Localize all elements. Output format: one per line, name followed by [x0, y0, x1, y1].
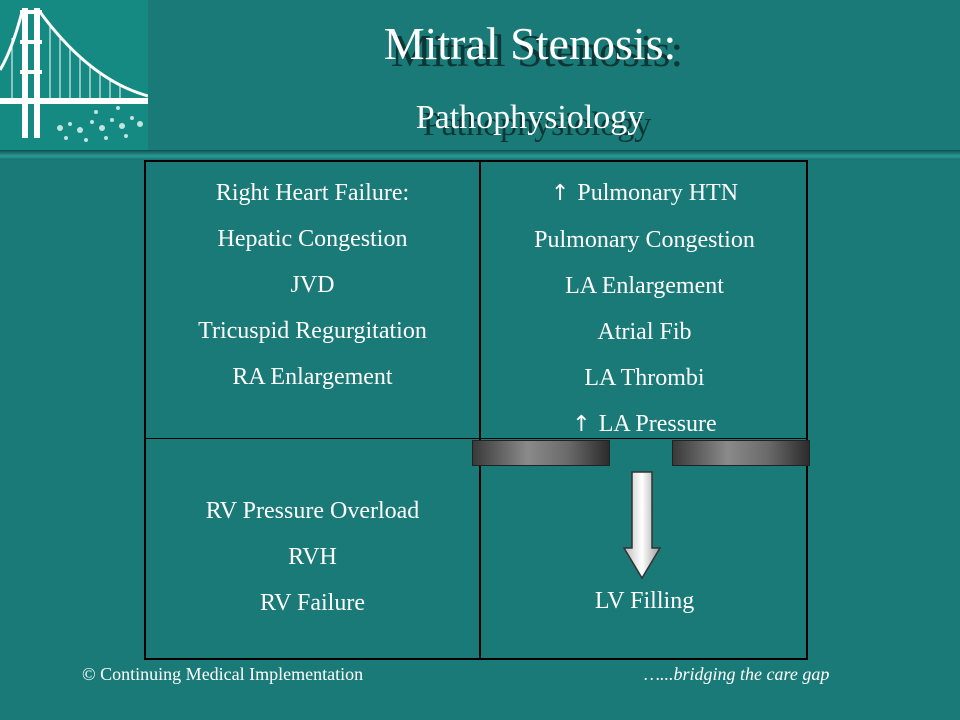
list-item: Atrial Fib — [481, 309, 808, 355]
mitral-valve-leaflet-right — [672, 440, 810, 466]
grid-vertical-divider — [479, 162, 481, 658]
down-arrow-icon — [622, 471, 662, 580]
pathophysiology-grid: Right Heart Failure: Hepatic Congestion … — [144, 160, 808, 660]
title-line-2-text: Pathophysiology — [415, 99, 645, 136]
cell-left-ventricle: LV Filling — [481, 578, 808, 624]
cell-right-heart-failure: Right Heart Failure: Hepatic Congestion … — [146, 170, 479, 400]
title-line-1: Mitral Stenosis: Mitral Stenosis: — [300, 18, 760, 76]
list-item: JVD — [290, 272, 335, 298]
list-item: LA Thrombi — [481, 355, 808, 401]
header-divider — [0, 150, 960, 160]
list-item: LA Enlargement — [481, 263, 808, 309]
up-arrow-icon: ↑ — [550, 181, 570, 206]
list-item: RV Failure — [260, 590, 365, 616]
footer-tagline: …...bridging the care gap — [644, 664, 830, 684]
grid-horizontal-divider — [146, 438, 806, 439]
cell-right-ventricle: RV Pressure Overload RVH RV Failure — [146, 488, 479, 626]
up-arrow-icon: ↑ — [572, 412, 591, 437]
list-item-text: LA Thrombi — [584, 365, 705, 391]
logo — [0, 0, 148, 158]
list-item-text: Pulmonary HTN — [577, 180, 739, 206]
list-item: RV Pressure Overload — [205, 498, 420, 524]
list-item: ↑ Pulmonary HTN — [481, 170, 808, 217]
cell-left-atrial-effects: ↑ Pulmonary HTN Pulmonary Congestion LA E… — [481, 170, 808, 448]
title-line-2-shadow: Pathophysiology — [422, 106, 652, 143]
list-item: Tricuspid Regurgitation — [198, 318, 427, 344]
title-line-2: Pathophysiology Pathophysiology — [300, 98, 760, 143]
list-item-text: Pulmonary Congestion — [534, 227, 755, 253]
list-item: LV Filling — [594, 588, 695, 614]
list-item: RA Enlargement — [232, 364, 393, 390]
title-line-1-shadow: Mitral Stenosis: — [390, 25, 684, 76]
list-item: Hepatic Congestion — [217, 226, 408, 252]
list-item-text: LA Pressure — [598, 411, 717, 437]
list-item: Right Heart Failure: — [215, 180, 410, 206]
list-item-text: LA Enlargement — [565, 273, 724, 299]
list-item: RVH — [288, 544, 337, 570]
footer-copyright: © Continuing Medical Implementation — [82, 664, 364, 684]
golden-gate-bridge-icon — [0, 0, 148, 158]
mitral-valve-leaflet-left — [472, 440, 610, 466]
list-item: Pulmonary Congestion — [481, 217, 808, 263]
title-line-1-text: Mitral Stenosis: — [383, 18, 677, 69]
list-item-text: Atrial Fib — [597, 319, 692, 345]
list-item: ↑ LA Pressure — [481, 401, 808, 448]
slide-title: Mitral Stenosis: Mitral Stenosis: Pathop… — [300, 18, 760, 143]
